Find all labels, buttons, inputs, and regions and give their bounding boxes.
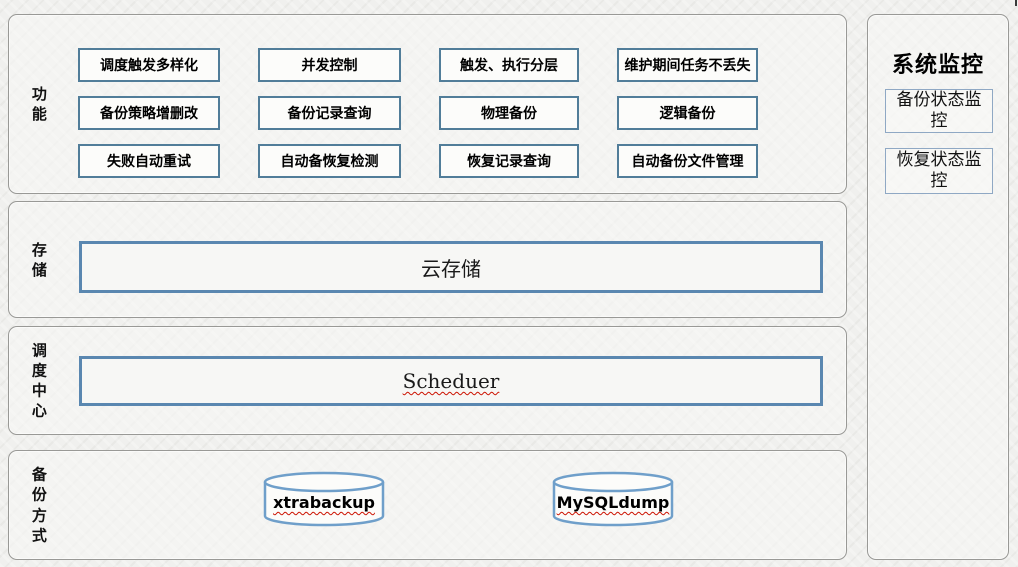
feature-box: 并发控制 bbox=[258, 48, 401, 82]
backup-status-monitor-box: 备份状态监控 bbox=[885, 89, 993, 133]
section-label-storage: 存储 bbox=[31, 240, 47, 279]
cloud-storage-label: 云存储 bbox=[421, 256, 481, 281]
feature-box: 恢复记录查询 bbox=[439, 144, 579, 178]
feature-box: 备份策略增删改 bbox=[78, 96, 220, 130]
feature-box: 失败自动重试 bbox=[78, 144, 220, 178]
mysqldump-cylinder: MySQLdump bbox=[552, 471, 674, 527]
feature-box: 逻辑备份 bbox=[617, 96, 758, 130]
xtrabackup-cylinder: xtrabackup bbox=[263, 471, 385, 527]
section-label-backup-methods: 备份方式 bbox=[31, 465, 47, 545]
scheduler-label: Scheduer bbox=[402, 369, 500, 393]
section-storage: 存储 云存储 bbox=[8, 201, 847, 318]
feature-box: 触发、执行分层 bbox=[439, 48, 579, 82]
xtrabackup-label: xtrabackup bbox=[273, 493, 375, 512]
database-cylinder-icon bbox=[263, 471, 385, 527]
feature-box: 物理备份 bbox=[439, 96, 579, 130]
cloud-storage-box: 云存储 bbox=[79, 241, 823, 293]
feature-box: 备份记录查询 bbox=[258, 96, 401, 130]
mysqldump-label: MySQLdump bbox=[556, 493, 670, 512]
feature-grid: 调度触发多样化 并发控制 触发、执行分层 维护期间任务不丢失 备份策略增删改 备… bbox=[78, 48, 758, 178]
sidebar-system-monitoring: 系统监控 备份状态监控 恢复状态监控 bbox=[867, 14, 1009, 560]
screen-edge-artifact bbox=[1015, 0, 1017, 6]
section-scheduler: 调度中心 Scheduer bbox=[8, 326, 847, 435]
section-backup-methods: 备份方式 xtrabackup MySQLdump bbox=[8, 450, 847, 560]
section-label-features: 功能 bbox=[31, 84, 47, 123]
scheduler-box: Scheduer bbox=[79, 356, 823, 406]
feature-box: 维护期间任务不丢失 bbox=[617, 48, 758, 82]
feature-box: 自动备份文件管理 bbox=[617, 144, 758, 178]
database-cylinder-icon bbox=[552, 471, 674, 527]
section-features: 功能 调度触发多样化 并发控制 触发、执行分层 维护期间任务不丢失 备份策略增删… bbox=[8, 14, 847, 194]
section-label-scheduler: 调度中心 bbox=[31, 341, 47, 420]
restore-status-monitor-box: 恢复状态监控 bbox=[885, 148, 993, 194]
sidebar-title: 系统监控 bbox=[891, 53, 984, 78]
feature-box: 调度触发多样化 bbox=[78, 48, 220, 82]
feature-box: 自动备恢复检测 bbox=[258, 144, 401, 178]
